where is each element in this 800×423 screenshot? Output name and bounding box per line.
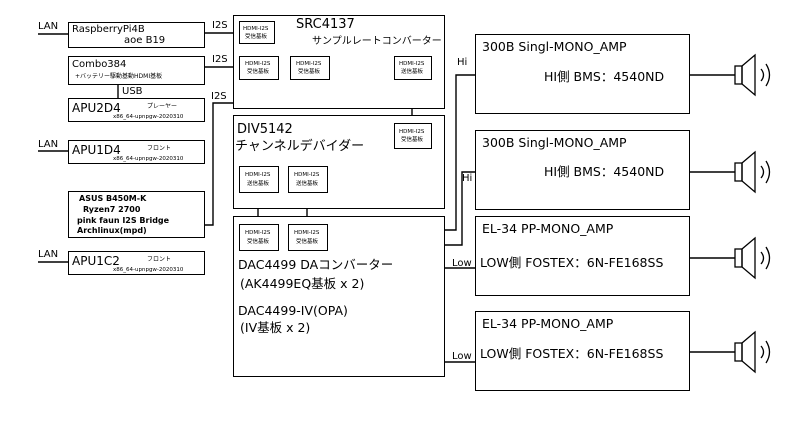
speaker-icon: [734, 236, 771, 280]
i2s-label: I2S: [212, 54, 228, 65]
amp-box-2: 300B Singl-MONO_AMP HI側 BMS：4540ND: [475, 130, 690, 210]
div-sender-2: HDMI-I2S 送信基板: [288, 166, 328, 193]
asus-line1: ASUS B450M-K: [79, 194, 147, 203]
amp-speaker: HI側 BMS：4540ND: [544, 164, 665, 179]
apu1d4-role: フロント: [147, 145, 172, 152]
amp-title: 300B Singl-MONO_AMP: [482, 39, 627, 54]
apu1c2-title: APU1C2: [72, 254, 120, 268]
src-sender: HDMI-I2S 送信基板: [394, 56, 432, 80]
apu2d4-role: プレーヤー: [147, 103, 178, 110]
apu1d4-sub: x86_64-upnpgw-2020310: [113, 156, 184, 162]
dac-receiver-1: HDMI-I2S 受信基板: [239, 224, 279, 251]
asus-line3: pink faun I2S Bridge: [77, 216, 170, 225]
amp-speaker: LOW側 FOSTEX：6N-FE168SS: [480, 255, 664, 270]
dac4499-box: HDMI-I2S 受信基板 HDMI-I2S 受信基板 DAC4499 DAコン…: [233, 216, 445, 377]
src-receiver-3: HDMI-I2S 受信基板: [290, 56, 330, 80]
apu1c2-role: フロント: [147, 256, 172, 263]
combo384-title: Combo384: [72, 59, 127, 70]
div-sender-1: HDMI-I2S 送信基板: [239, 166, 279, 193]
dac-line2: (AK4499EQ基板 x 2): [240, 276, 365, 291]
raspberrypi-sub: aoe B19: [124, 35, 166, 46]
lan-label: LAN: [38, 249, 59, 260]
src-receiver-1: HDMI-I2S 受信基板: [239, 21, 275, 44]
speaker-icon: [734, 150, 771, 194]
src4137-sub: サンプルレートコンバーター: [312, 36, 442, 47]
low-label: Low: [452, 351, 472, 362]
i2s-label: I2S: [212, 20, 228, 31]
amp-title: EL-34 PP-MONO_AMP: [482, 316, 614, 331]
low-label: Low: [452, 258, 472, 269]
src-receiver-2: HDMI-I2S 受信基板: [239, 56, 279, 80]
dac-line1: DAC4499 DAコンバーター: [238, 257, 394, 272]
src4137-title: SRC4137: [296, 17, 355, 32]
amp-title: 300B Singl-MONO_AMP: [482, 135, 627, 150]
combo384-sub: +バッテリー駆動基動HDMI基板: [75, 73, 163, 80]
asus-line4: Archlinux(mpd): [77, 226, 147, 235]
apu1c2-box: APU1C2 フロント x86_64-upnpgw-2020310: [68, 251, 205, 275]
asus-line2: Ryzen7 2700: [83, 205, 141, 214]
dac-line3: DAC4499-IV(OPA): [238, 303, 348, 318]
apu1c2-sub: x86_64-upnpgw-2020310: [113, 267, 184, 273]
src4137-box: SRC4137 サンプルレートコンバーター HDMI-I2S 受信基板 HDMI…: [233, 15, 445, 109]
apu1d4-title: APU1D4: [72, 143, 121, 157]
raspberrypi-box: RaspberryPi4B aoe B19: [68, 22, 205, 48]
amp-box-1: 300B Singl-MONO_AMP HI側 BMS：4540ND: [475, 34, 690, 114]
amp-speaker: LOW側 FOSTEX：6N-FE168SS: [480, 346, 664, 361]
lan-label: LAN: [38, 21, 59, 32]
div-receiver: HDMI-I2S 受信基板: [394, 123, 432, 149]
amp-box-3: EL-34 PP-MONO_AMP LOW側 FOSTEX：6N-FE168SS: [475, 216, 690, 296]
i2s-label: I2S: [211, 91, 227, 102]
amp-title: EL-34 PP-MONO_AMP: [482, 221, 614, 236]
lan-label: LAN: [38, 139, 59, 150]
apu2d4-box: APU2D4 プレーヤー x86_64-upnpgw-2020310: [68, 98, 205, 122]
hi-line-1: [445, 74, 475, 231]
combo384-box: Combo384 +バッテリー駆動基動HDMI基板: [68, 56, 205, 85]
dac-receiver-2: HDMI-I2S 受信基板: [288, 224, 328, 251]
apu2d4-sub: x86_64-upnpgw-2020310: [113, 114, 184, 120]
div5142-title: DIV5142: [237, 122, 293, 137]
hi-label: Hi: [462, 173, 473, 184]
amp-box-4: EL-34 PP-MONO_AMP LOW側 FOSTEX：6N-FE168SS: [475, 311, 690, 391]
hi-line-2: [445, 171, 475, 246]
amp-speaker: HI側 BMS：4540ND: [544, 69, 665, 84]
raspberrypi-title: RaspberryPi4B: [72, 24, 145, 35]
speaker-icon: [734, 53, 771, 97]
apu2d4-title: APU2D4: [72, 101, 121, 115]
apu1d4-box: APU1D4 フロント x86_64-upnpgw-2020310: [68, 140, 205, 164]
dac-line4: (IV基板 x 2): [240, 320, 311, 335]
usb-label: USB: [122, 86, 143, 97]
div5142-box: DIV5142 チャンネルデバイダー HDMI-I2S 受信基板 HDMI-I2…: [233, 115, 445, 209]
hi-label: Hi: [457, 57, 468, 68]
asus-box: ASUS B450M-K Ryzen7 2700 pink faun I2S B…: [68, 191, 205, 238]
div5142-sub: チャンネルデバイダー: [235, 139, 365, 154]
speaker-icon: [734, 330, 771, 374]
